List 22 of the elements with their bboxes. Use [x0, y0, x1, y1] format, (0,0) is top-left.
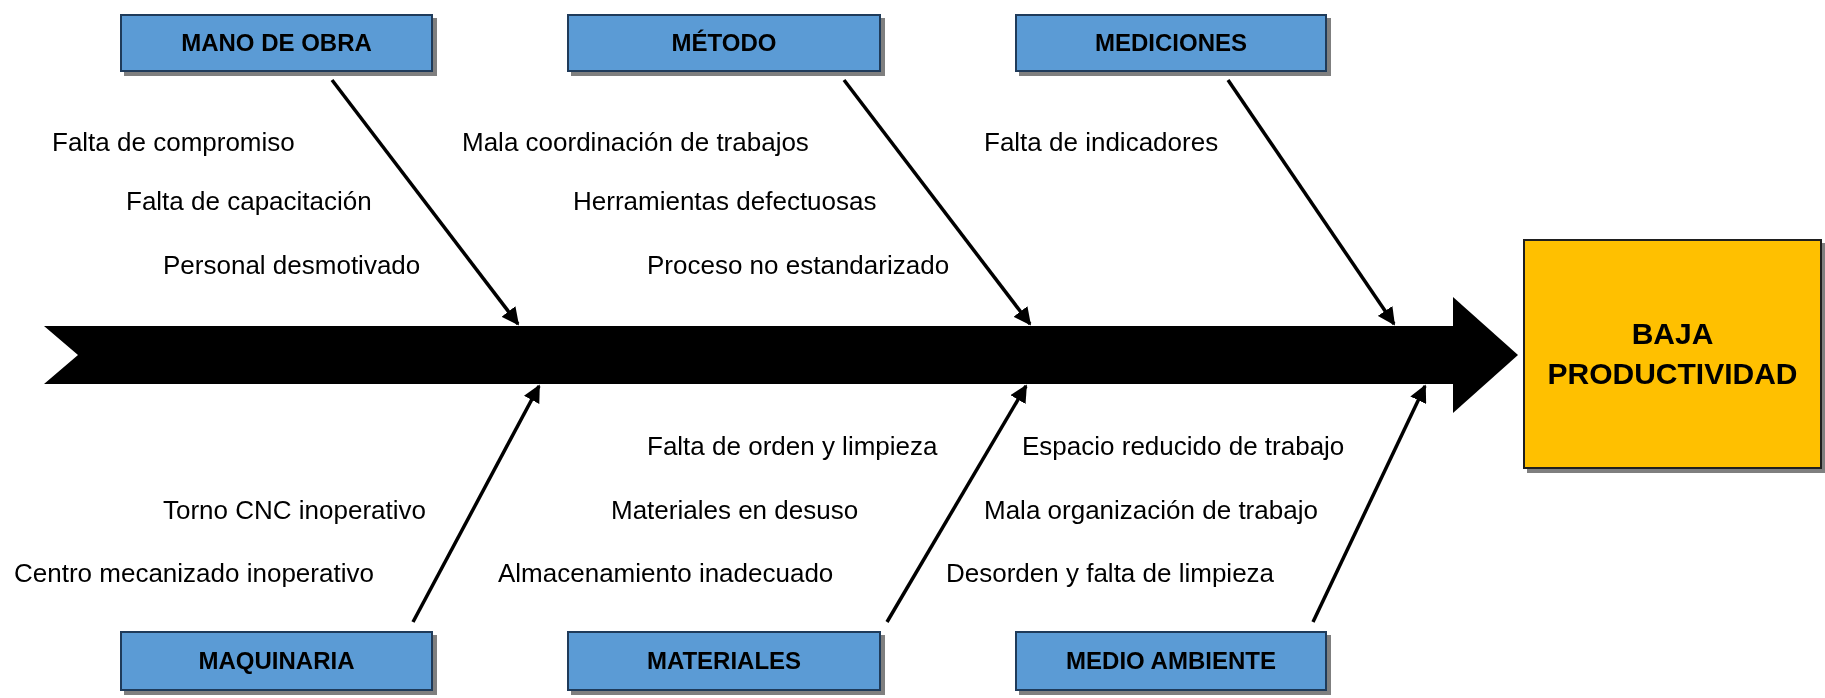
arrowhead — [1453, 297, 1518, 413]
arrow — [842, 78, 1032, 326]
arrow — [330, 78, 520, 326]
cause-label: Falta de compromiso — [52, 126, 295, 158]
cause-label: Almacenamiento inadecuado — [498, 557, 834, 589]
cause-label: Mala organización de trabajo — [984, 494, 1318, 526]
arrow — [1311, 384, 1427, 623]
cause-label: Materiales en desuso — [611, 494, 859, 526]
cause-label: Espacio reducido de trabajo — [1022, 430, 1345, 462]
cause-label: Mala coordinación de trabajos — [462, 126, 809, 158]
cause-label: Falta de orden y limpieza — [647, 430, 938, 462]
cause-label: Falta de indicadores — [984, 126, 1219, 158]
cause-label: Personal desmotivado — [163, 249, 421, 281]
arrow — [1226, 79, 1396, 326]
arrow — [411, 384, 541, 623]
cause-label: Proceso no estandarizado — [647, 249, 950, 281]
cause-label: Torno CNC inoperativo — [163, 494, 426, 526]
cause-label: Desorden y falta de limpieza — [946, 557, 1275, 589]
cause-label: Centro mecanizado inoperativo — [14, 557, 374, 589]
arrow — [885, 384, 1028, 623]
cause-label: Falta de capacitación — [126, 185, 372, 217]
cause-label: Herramientas defectuosas — [573, 185, 877, 217]
